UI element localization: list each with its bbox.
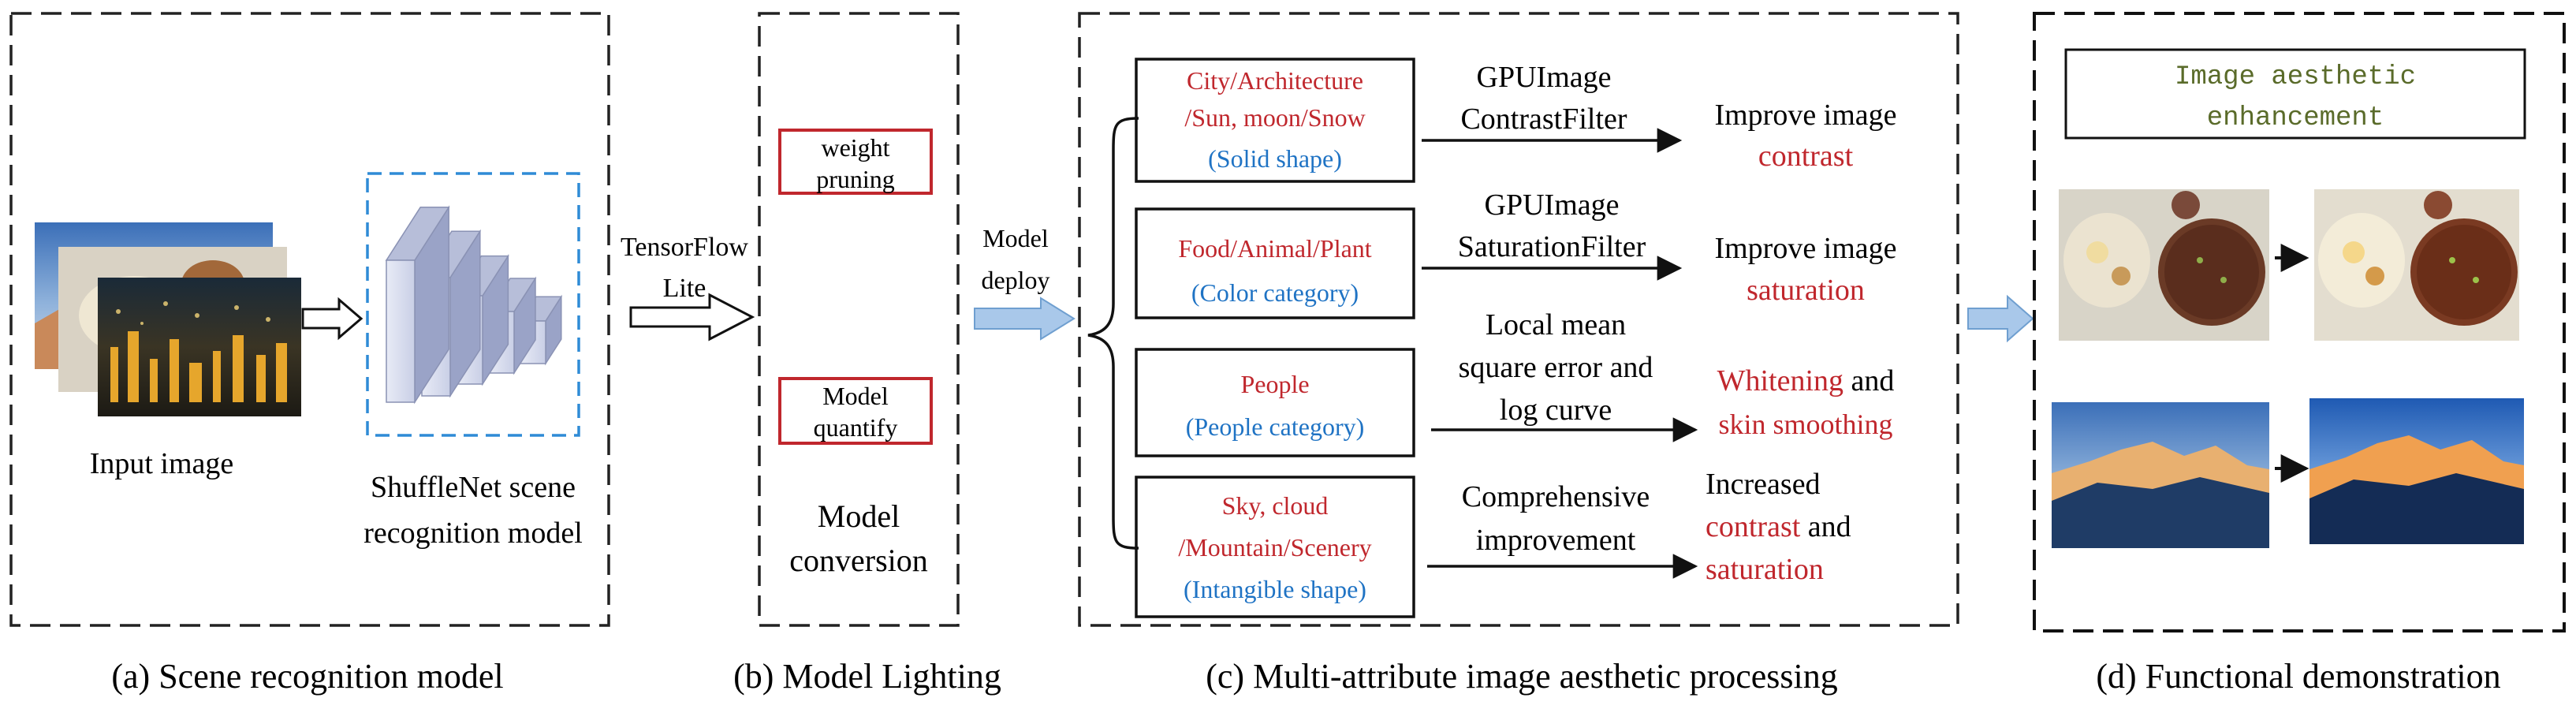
aesthetic-title-line1: Image aesthetic bbox=[2175, 62, 2416, 92]
result-text: Improve image bbox=[1714, 232, 1896, 265]
caption-a: (a) Scene recognition model bbox=[111, 657, 503, 696]
category-box-intangible-shape bbox=[1135, 476, 1415, 618]
panel-c-aesthetic-processing: City/Architecture /Sun, moon/Snow (Solid… bbox=[1078, 12, 1959, 627]
panel-d-functional-demo: Image aesthetic enhancement bbox=[2033, 12, 2566, 633]
panel-c-frame bbox=[1078, 12, 1959, 627]
method-text: Local mean bbox=[1486, 308, 1626, 341]
result-text-highlight: saturation bbox=[1706, 553, 1824, 586]
panel-b-model-lighting: weight pruning Model quantify Model conv… bbox=[758, 12, 960, 627]
category-text: People bbox=[1240, 370, 1309, 398]
category-text: City/Architecture bbox=[1187, 66, 1363, 95]
caption-d: (d) Functional demonstration bbox=[2096, 657, 2500, 696]
row-color-category: Food/Animal/Plant (Color category) GPUIm… bbox=[1135, 188, 1897, 319]
category-subtext: (People category) bbox=[1186, 412, 1365, 441]
method-text: ContrastFilter bbox=[1460, 103, 1627, 136]
food-image-after bbox=[2314, 189, 2519, 341]
model-label-line2: recognition model bbox=[363, 517, 583, 550]
category-subtext: (Color category) bbox=[1191, 278, 1359, 307]
row-solid-shape: City/Architecture /Sun, moon/Snow (Solid… bbox=[1135, 58, 1897, 183]
category-text: Sky, cloud bbox=[1222, 491, 1329, 520]
method-text: log curve bbox=[1500, 394, 1612, 427]
shufflenet-model-box bbox=[366, 172, 580, 437]
panel-a-scene-recognition: Input image ShuffleNet scene recognition… bbox=[9, 12, 610, 627]
weight-pruning-line2: pruning bbox=[816, 165, 895, 193]
model-deploy-line2: deploy bbox=[981, 266, 1049, 294]
method-text: square error and bbox=[1459, 351, 1653, 384]
result-text-highlight: contrast bbox=[1758, 140, 1854, 173]
lite-label: Lite bbox=[663, 274, 706, 303]
category-text: /Mountain/Scenery bbox=[1178, 533, 1371, 562]
category-box-people-category bbox=[1135, 348, 1415, 457]
model-deploy-arrow bbox=[974, 297, 1076, 341]
method-text: SaturationFilter bbox=[1458, 230, 1646, 263]
caption-c: (c) Multi-attribute image aesthetic proc… bbox=[1206, 657, 1838, 696]
method-text: GPUImage bbox=[1477, 61, 1612, 94]
result-text: Whitening and bbox=[1717, 364, 1895, 397]
category-brace bbox=[1087, 117, 1139, 550]
model-quantify-line2: quantify bbox=[814, 413, 898, 442]
model-conversion-line1: Model bbox=[818, 498, 900, 534]
panel-b-frame bbox=[758, 12, 960, 627]
aesthetic-enhancement-title-box bbox=[2064, 48, 2526, 140]
category-subtext: (Solid shape) bbox=[1208, 144, 1342, 173]
tensorflow-lite-arrow-group: TensorFlow Lite bbox=[621, 233, 755, 341]
category-box-color-category bbox=[1135, 207, 1415, 319]
result-text-highlight: skin smoothing bbox=[1718, 409, 1892, 440]
tensorflow-lite-arrow bbox=[629, 293, 755, 341]
row-people-category: People (People category) Local mean squa… bbox=[1135, 308, 1895, 457]
category-subtext: (Intangible shape) bbox=[1184, 575, 1366, 603]
weight-pruning-line1: weight bbox=[821, 133, 889, 162]
category-text: Food/Animal/Plant bbox=[1178, 234, 1371, 263]
model-quantify-box bbox=[778, 377, 933, 445]
caption-b: (b) Model Lighting bbox=[733, 657, 1001, 696]
input-to-model-arrow bbox=[301, 297, 363, 341]
food-image-before bbox=[2059, 189, 2269, 341]
tensorflow-label: TensorFlow bbox=[621, 233, 748, 262]
row-intangible-shape: Sky, cloud /Mountain/Scenery (Intangible… bbox=[1135, 468, 1851, 618]
result-text: Increased bbox=[1706, 468, 1821, 501]
panel-a-frame bbox=[9, 12, 610, 627]
output-arrow bbox=[1967, 294, 2034, 343]
result-text-highlight: contrast bbox=[1706, 510, 1801, 543]
mountain-image-after bbox=[2309, 398, 2524, 544]
model-quantify-line1: Model bbox=[822, 382, 889, 410]
weight-pruning-box bbox=[778, 129, 933, 195]
method-text: Comprehensive bbox=[1462, 480, 1650, 513]
cnn-layers-icon bbox=[385, 205, 563, 405]
result-text-highlight: saturation bbox=[1747, 274, 1865, 307]
model-deploy-arrow-group: Model deploy bbox=[974, 224, 1076, 341]
model-deploy-line1: Model bbox=[982, 224, 1049, 252]
cnn-layer-front bbox=[386, 259, 416, 403]
model-conversion-line2: conversion bbox=[789, 543, 928, 578]
result-text: contrast and bbox=[1706, 510, 1851, 543]
input-image-label: Input image bbox=[90, 447, 234, 480]
mountain-image-before bbox=[2052, 402, 2269, 548]
category-box-solid-shape bbox=[1135, 58, 1415, 183]
aesthetic-title-line2: enhancement bbox=[2207, 103, 2384, 133]
panel-d-frame bbox=[2033, 12, 2566, 633]
method-text: GPUImage bbox=[1485, 188, 1620, 222]
result-text: Improve image bbox=[1714, 99, 1896, 132]
category-text: /Sun, moon/Snow bbox=[1184, 103, 1365, 132]
model-label-line1: ShuffleNet scene bbox=[371, 471, 576, 504]
method-text: improvement bbox=[1476, 524, 1636, 557]
result-text-highlight: Whitening bbox=[1717, 364, 1843, 397]
input-image-stack bbox=[35, 222, 301, 416]
